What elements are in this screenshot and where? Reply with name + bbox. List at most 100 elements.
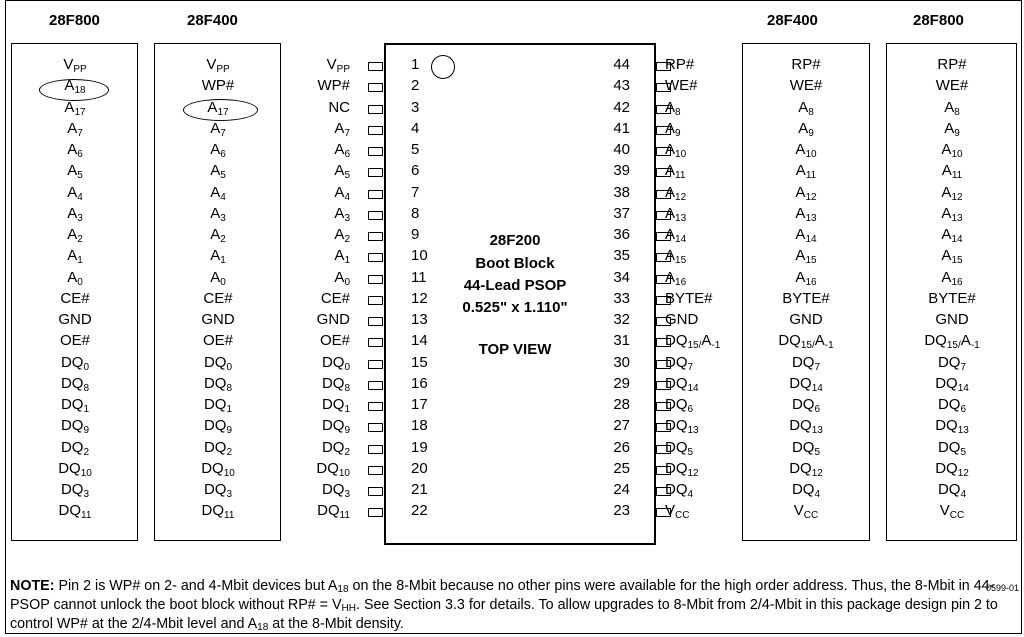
right-pin-signal: BYTE# — [665, 289, 713, 307]
col-28f800-right-signal: A12 — [941, 183, 963, 203]
col-28f800-left-signal: DQ2 — [60, 438, 90, 458]
note-part-4: at the 8-Mbit density. — [268, 616, 404, 632]
left-pin-signal: A1 — [334, 247, 350, 267]
pin-number: 42 — [613, 98, 630, 116]
col-28f800-left-signal: A7 — [67, 119, 83, 139]
right-pin-signal: A14 — [665, 226, 687, 246]
box-28f800-left — [11, 43, 138, 541]
pin-lead — [368, 487, 383, 496]
col-28f800-right-signal: A9 — [944, 119, 960, 139]
pin-lead — [656, 253, 671, 263]
col-28f400-right-signal: DQ5 — [791, 438, 821, 458]
left-pin-signal: VPP — [326, 56, 350, 76]
col-28f400-right-signal: A11 — [795, 162, 817, 182]
pin-lead — [368, 423, 383, 433]
pin-number: 40 — [613, 141, 630, 159]
col-28f400-left-signal: DQ2 — [203, 438, 233, 458]
chip-package: 44-Lead PSOP — [463, 277, 567, 294]
right-pin-signal: VCC — [665, 502, 690, 522]
col-28f400-right-signal: RP# — [791, 56, 821, 74]
pin-number: 16 — [411, 374, 428, 392]
pin-number: 10 — [411, 247, 428, 265]
pin-lead — [368, 359, 383, 369]
pin-lead — [656, 508, 671, 518]
pin-lead — [656, 423, 671, 433]
pin-number: 37 — [613, 204, 630, 222]
left-pin-signal: DQ1 — [321, 396, 350, 416]
col-28f800-left-signal: A4 — [67, 183, 83, 203]
pin-lead — [656, 147, 671, 156]
pin-number: 12 — [411, 289, 428, 307]
col-28f400-right-signal: A12 — [795, 183, 817, 203]
note-label: NOTE: — [10, 578, 55, 594]
col-28f800-left-signal: DQ0 — [60, 353, 90, 373]
pin-lead — [368, 62, 383, 71]
pin-number: 20 — [411, 459, 428, 477]
pin-lead — [656, 189, 671, 199]
pin-number: 28 — [613, 396, 630, 414]
left-pin-signal: NC — [328, 98, 350, 116]
pin-lead — [656, 402, 671, 411]
note-part-1: Pin 2 is WP# on 2- and 4-Mbit devices bu… — [54, 578, 338, 594]
pin-number: 8 — [411, 204, 420, 222]
highlight-a18-ellipse — [39, 79, 109, 101]
pin-number: 36 — [613, 226, 630, 244]
right-pin-signal: A16 — [665, 268, 687, 288]
chip-title: 28F200 — [489, 232, 541, 249]
col-28f800-left-signal: A0 — [67, 268, 83, 288]
right-pin-signal: WE# — [665, 77, 698, 95]
col-28f400-left-signal: A0 — [210, 268, 226, 288]
pin-lead — [656, 295, 671, 305]
highlight-a17-ellipse — [183, 99, 258, 121]
pin-number: 6 — [411, 162, 420, 180]
col-28f800-left-signal: DQ11 — [58, 502, 92, 522]
col-28f400-right-signal: A9 — [798, 119, 814, 139]
pin-lead — [368, 232, 383, 241]
pin-number: 44 — [613, 56, 630, 74]
left-pin-signal: A0 — [334, 268, 350, 288]
left-pin-signal: A4 — [334, 183, 350, 203]
pin-number: 18 — [411, 417, 428, 435]
pin-lead — [368, 317, 383, 326]
col-28f800-right-signal: DQ7 — [937, 353, 967, 373]
pin-number: 21 — [411, 481, 428, 499]
pin-lead — [656, 62, 671, 71]
right-pin-signal: A15 — [665, 247, 687, 267]
pin-number: 27 — [613, 417, 630, 435]
note-sub-1: 18 — [337, 584, 349, 595]
pin-number: 22 — [411, 502, 428, 520]
col-28f400-left-signal: DQ8 — [203, 374, 233, 394]
col-28f800-left-signal: A3 — [67, 204, 83, 224]
pin-lead — [368, 402, 383, 411]
col-28f400-left-signal: A17 — [207, 98, 229, 118]
col-28f800-right-signal: DQ5 — [937, 438, 967, 458]
left-pin-signal: DQ0 — [321, 353, 350, 373]
right-pin-signal: A12 — [665, 183, 687, 203]
pin-number: 43 — [613, 77, 630, 95]
pin-lead — [656, 380, 671, 390]
pin-number: 26 — [613, 438, 630, 456]
pin-number: 25 — [613, 459, 630, 477]
pin-lead — [656, 104, 671, 114]
pin-lead — [656, 125, 671, 135]
col-28f400-right-signal: DQ7 — [791, 353, 821, 373]
pin-lead — [368, 338, 383, 348]
col-28f800-left-signal: DQ3 — [60, 481, 90, 501]
col-28f800-right-signal: DQ14 — [935, 374, 969, 394]
col-28f400-right-signal: DQ6 — [791, 396, 821, 416]
pin-lead — [368, 508, 383, 518]
pin-number: 30 — [613, 353, 630, 371]
col-28f800-right-signal: A15 — [941, 247, 963, 267]
pin-number: 35 — [613, 247, 630, 265]
col-28f800-left-signal: A5 — [67, 162, 83, 182]
col-28f800-left-signal: DQ1 — [60, 396, 90, 416]
chip-body — [384, 43, 656, 545]
note-part-3: . See Section 3.3 for details. To allow … — [10, 597, 998, 632]
pin-number: 32 — [613, 311, 630, 329]
col-28f800-left-signal: A18 — [64, 77, 86, 97]
col-28f400-right-signal: A13 — [795, 204, 817, 224]
col-28f400-left-signal: VPP — [206, 56, 230, 76]
pin-lead — [656, 317, 671, 326]
pin-number: 19 — [411, 438, 428, 456]
left-pin-signal: GND — [316, 311, 350, 329]
